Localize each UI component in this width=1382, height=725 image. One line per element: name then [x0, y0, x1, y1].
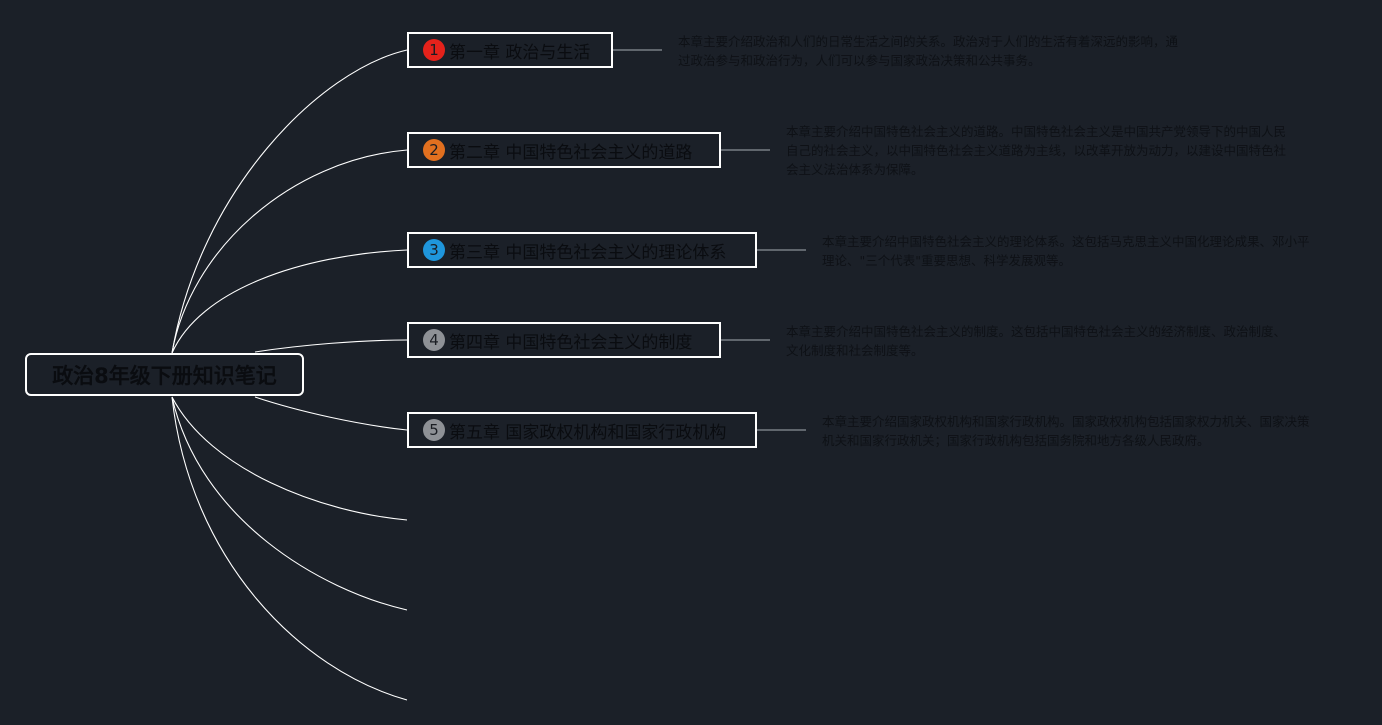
branch-connector [171, 396, 408, 701]
chapter-title: 第五章 国家政权机构和国家行政机构 [449, 422, 727, 443]
chapter-title: 第四章 中国特色社会主义的制度 [449, 332, 693, 353]
topic-chapter-5[interactable]: 5 第五章 国家政权机构和国家行政机构 [407, 412, 757, 448]
topic-chapter-3[interactable]: 3 第三章 中国特色社会主义的理论体系 [407, 232, 757, 268]
chapter-title: 第三章 中国特色社会主义的理论体系 [449, 242, 727, 263]
chapter-title: 第二章 中国特色社会主义的道路 [449, 142, 693, 163]
number-badge-icon: 4 [423, 329, 445, 351]
branch-connector [171, 396, 408, 611]
branch-connector [254, 339, 408, 353]
chapter-description: 本章主要介绍政治和人们的日常生活之间的关系。政治对于人们的生活有着深远的影响，通… [678, 34, 1179, 68]
number-badge-icon: 3 [423, 239, 445, 261]
branch-connector [171, 49, 408, 354]
branch-connector [171, 396, 408, 521]
number-badge-icon: 1 [423, 39, 445, 61]
chapter-title: 第一章 政治与生活 [449, 42, 591, 63]
branch-connector [254, 396, 408, 431]
number-badge-icon: 5 [423, 419, 445, 441]
topic-chapter-4[interactable]: 4 第四章 中国特色社会主义的制度 [407, 322, 721, 358]
chapter-description: 本章主要介绍中国特色社会主义的制度。这包括中国特色社会主义的经济制度、政治制度、… [786, 324, 1287, 358]
chapter-description: 本章主要介绍中国特色社会主义的理论体系。这包括马克思主义中国化理论成果、邓小平理… [822, 234, 1310, 268]
number-badge-icon: 2 [423, 139, 445, 161]
topic-chapter-2[interactable]: 2 第二章 中国特色社会主义的道路 [407, 132, 721, 168]
branch-connector [171, 149, 408, 354]
chapter-description: 本章主要介绍中国特色社会主义的道路。中国特色社会主义是中国共产党领导下的中国人民… [786, 124, 1287, 177]
branch-connector [171, 249, 408, 354]
topic-chapter-1[interactable]: 1 第一章 政治与生活 [407, 32, 613, 68]
root-title: 政治8年级下册知识笔记 [52, 363, 277, 388]
root-topic[interactable]: 政治8年级下册知识笔记 [25, 353, 304, 396]
chapter-description: 本章主要介绍国家政权机构和国家行政机构。国家政权机构包括国家权力机关、国家决策机… [822, 414, 1310, 448]
